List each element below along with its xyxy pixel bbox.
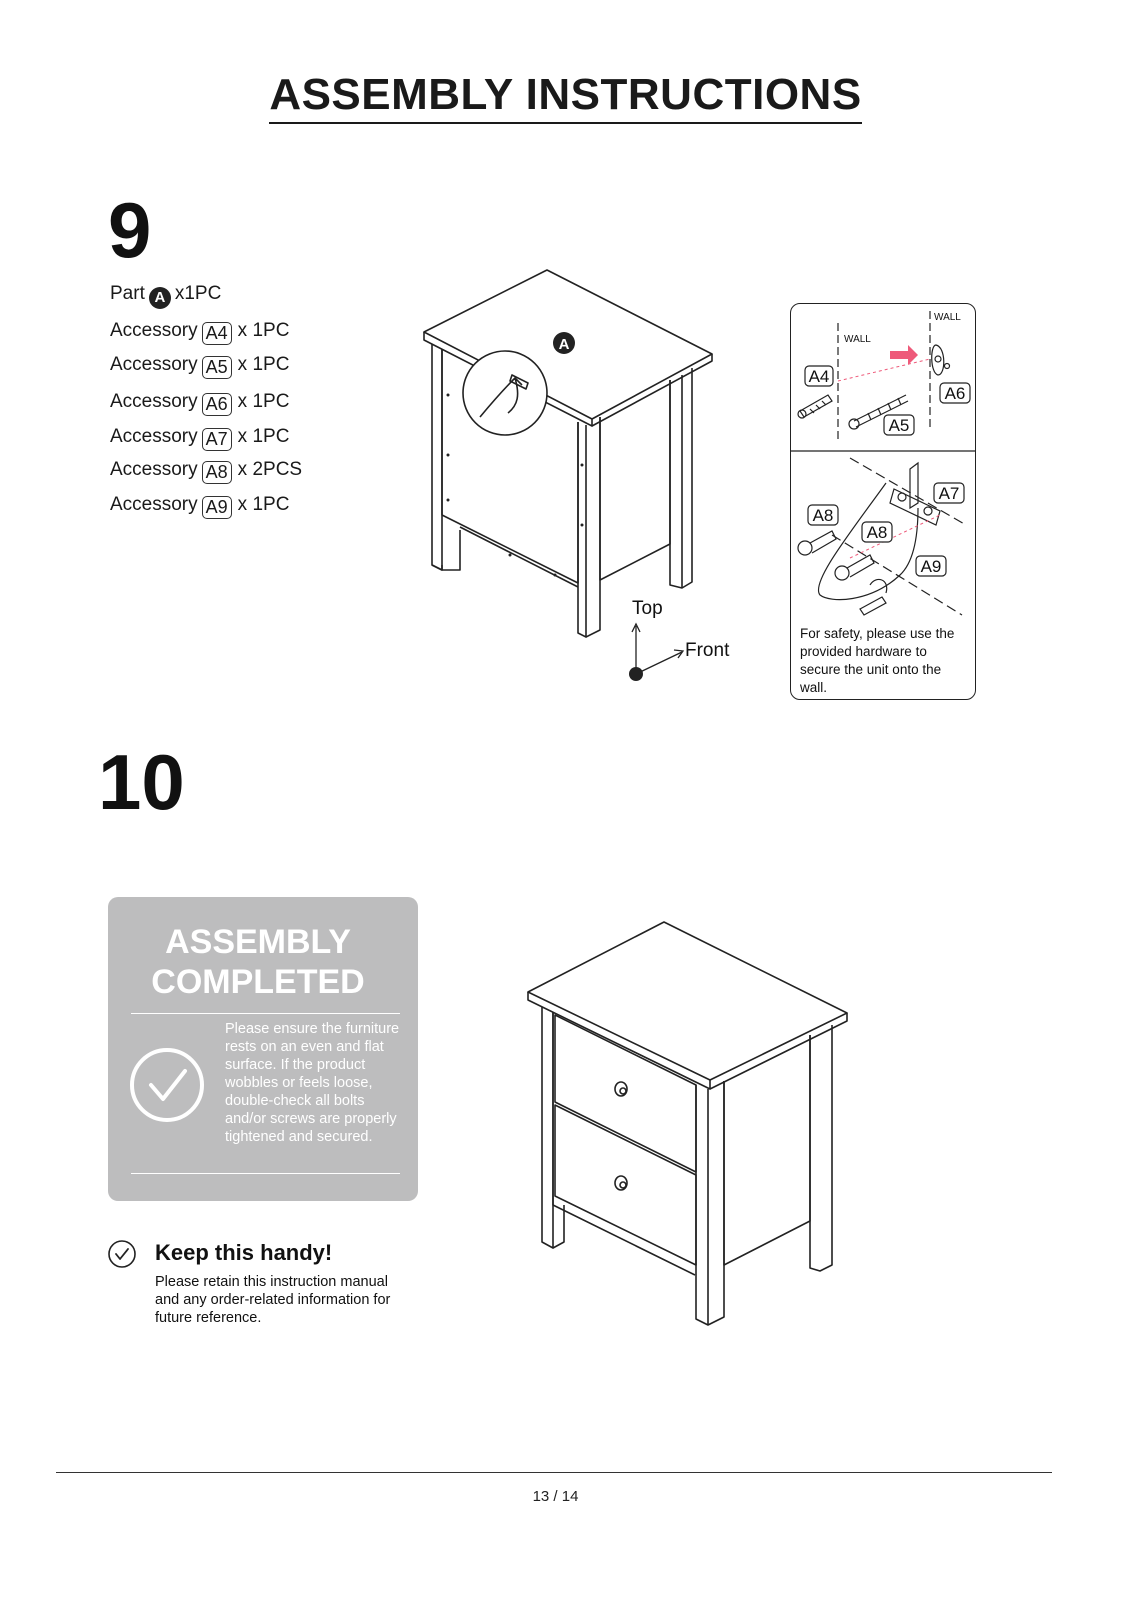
wall-label-1: WALL xyxy=(934,312,961,323)
accessory-label: Accessory xyxy=(110,354,198,375)
keep-handy-text: Please retain this instruction manual an… xyxy=(155,1274,391,1326)
part-a-badge-icon xyxy=(553,332,575,354)
accessory-code: A9 xyxy=(201,496,232,519)
accessory-qty: x 1PC xyxy=(237,494,290,515)
callout-label-a4: A4 xyxy=(809,367,830,386)
direction-arrow-icon xyxy=(890,345,918,365)
diagram-badge-label: A xyxy=(559,336,570,353)
part-qty: x1PC xyxy=(174,283,222,304)
keep-handy-title: Keep this handy! xyxy=(155,1240,333,1265)
accessory-code: A4 xyxy=(201,322,232,345)
callout-label-a5: A5 xyxy=(889,416,910,435)
safety-note: For safety, please use the provided hard… xyxy=(800,626,955,695)
card-divider-top xyxy=(131,1013,400,1014)
callout-label-a8-1: A8 xyxy=(813,506,834,525)
card-title-line-2: COMPLETED xyxy=(151,963,365,1001)
check-circle-small-icon xyxy=(108,1240,136,1268)
step-number-9: 9 xyxy=(108,186,152,274)
assembly-completed-title: ASSEMBLY COMPLETED xyxy=(108,922,408,1002)
accessory-label: Accessory xyxy=(110,459,198,480)
card-title-line-1: ASSEMBLY xyxy=(165,923,351,961)
callout-label-a6: A6 xyxy=(945,384,966,403)
accessory-code: A8 xyxy=(201,461,232,484)
accessory-label: Accessory xyxy=(110,494,198,515)
part-badge: A xyxy=(148,287,171,309)
accessory-qty: x 2PCS xyxy=(237,459,303,480)
accessory-label: Accessory xyxy=(110,320,198,341)
wall-label-2: WALL xyxy=(844,334,871,345)
wall-anchor-detail-diagram: WALL WALL A4 A6 A5 A7 A8 A8 A9 xyxy=(790,311,976,616)
orientation-front-label: Front xyxy=(685,640,730,661)
accessory-qty: x 1PC xyxy=(237,354,290,375)
step-number-10: 10 xyxy=(98,738,185,826)
assembly-completed-text: Please ensure the furniture rests on an … xyxy=(225,1021,400,1145)
callout-label-a7: A7 xyxy=(939,484,960,503)
accessory-label: Accessory xyxy=(110,391,198,412)
accessory-qty: x 1PC xyxy=(237,391,290,412)
accessory-label: Accessory xyxy=(110,426,198,447)
page-header: ASSEMBLY INSTRUCTIONS xyxy=(0,70,1131,124)
completed-nightstand-diagram xyxy=(527,921,848,1326)
accessory-code: A5 xyxy=(201,356,232,379)
orientation-top-label: Top xyxy=(632,598,663,619)
callout-label-a9: A9 xyxy=(921,557,942,576)
orientation-axes-icon xyxy=(629,622,685,681)
accessory-code: A6 xyxy=(201,393,232,416)
part-label: Part xyxy=(110,283,145,304)
card-divider-bottom xyxy=(131,1173,400,1174)
page-title: ASSEMBLY INSTRUCTIONS xyxy=(269,70,862,124)
check-circle-icon xyxy=(130,1048,204,1122)
callout-label-a8-2: A8 xyxy=(867,523,888,542)
accessory-code: A7 xyxy=(201,428,232,451)
page-number: 13 / 14 xyxy=(532,1488,579,1505)
accessory-qty: x 1PC xyxy=(237,320,290,341)
footer-divider xyxy=(56,1472,1052,1473)
accessory-qty: x 1PC xyxy=(237,426,290,447)
step9-nightstand-diagram: A xyxy=(423,269,713,638)
wall-anchor-callout xyxy=(790,303,976,700)
